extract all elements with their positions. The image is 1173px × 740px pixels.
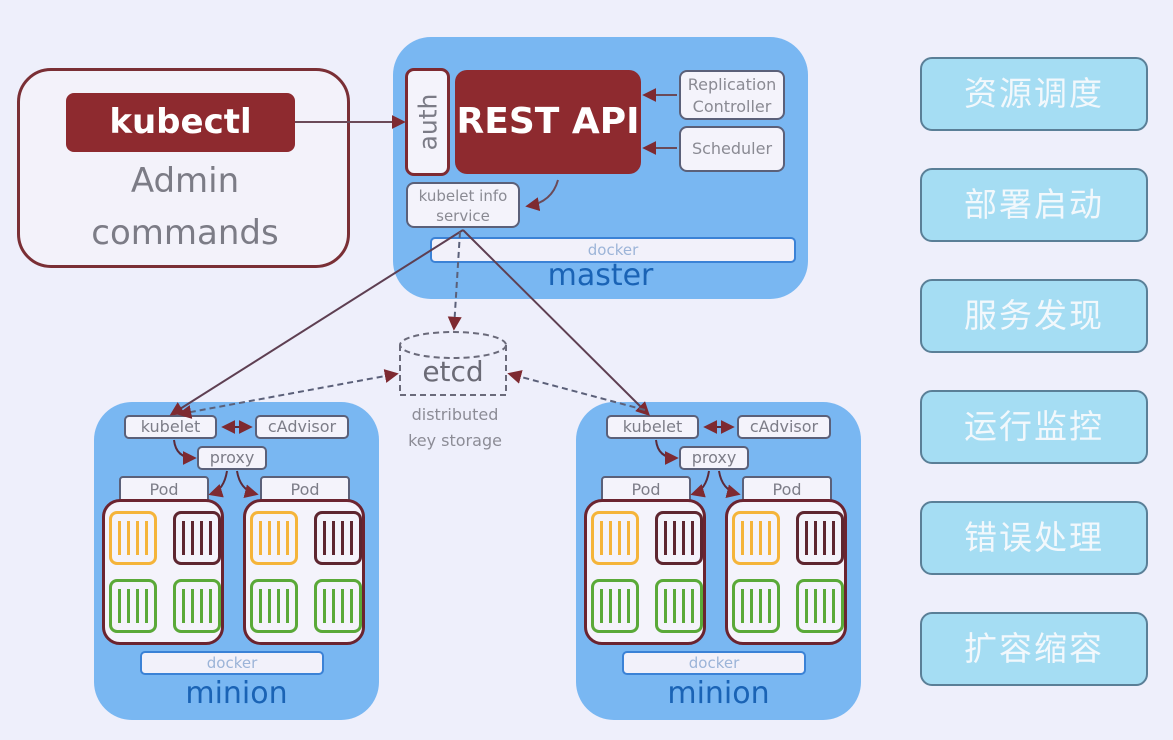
container-icon xyxy=(732,511,780,565)
container-icon xyxy=(796,511,844,565)
kubelet-box: kubelet xyxy=(124,415,217,439)
container-icon xyxy=(591,511,639,565)
container-icon xyxy=(732,579,780,633)
proxy-box: proxy xyxy=(197,446,267,470)
feature-button[interactable]: 服务发现 xyxy=(920,279,1148,353)
etcd-description-line1: distributed xyxy=(411,405,499,424)
etcd-label: etcd xyxy=(422,355,484,388)
container-icon xyxy=(796,579,844,633)
kubectl-block: kubectl xyxy=(66,93,295,152)
feature-button[interactable]: 资源调度 xyxy=(920,57,1148,131)
container-icon xyxy=(591,579,639,633)
kubelet-info-service-box: kubelet info service xyxy=(406,182,520,228)
feature-button[interactable]: 部署启动 xyxy=(920,168,1148,242)
master-label: master xyxy=(547,258,654,293)
kubelet-box: kubelet xyxy=(606,415,699,439)
auth-label: auth xyxy=(413,93,442,151)
container-icon xyxy=(109,511,157,565)
admin-commands-text: Admin commands xyxy=(40,155,330,259)
container-icon xyxy=(655,511,703,565)
etcd-description: distributed key storage xyxy=(385,402,525,454)
cadvisor-box: cAdvisor xyxy=(737,415,831,439)
minion-docker-bar: docker xyxy=(622,651,806,675)
auth-block: auth xyxy=(405,68,450,176)
proxy-box: proxy xyxy=(679,446,749,470)
container-icon xyxy=(250,511,298,565)
rest-api-block: REST API xyxy=(455,70,641,174)
feature-button[interactable]: 运行监控 xyxy=(920,390,1148,464)
feature-button[interactable]: 错误处理 xyxy=(920,501,1148,575)
minion-docker-bar: docker xyxy=(140,651,324,675)
feature-button[interactable]: 扩容缩容 xyxy=(920,612,1148,686)
etcd-description-line2: key storage xyxy=(408,431,502,450)
minion-label: minion xyxy=(185,676,288,711)
container-icon xyxy=(655,579,703,633)
replication-controller-box: Replication Controller xyxy=(679,70,785,120)
container-icon xyxy=(109,579,157,633)
container-icon xyxy=(314,511,362,565)
cadvisor-box: cAdvisor xyxy=(255,415,349,439)
admin-text-line1: Admin xyxy=(130,161,240,201)
admin-text-line2: commands xyxy=(91,213,279,253)
container-icon xyxy=(250,579,298,633)
scheduler-box: Scheduler xyxy=(679,126,785,172)
container-icon xyxy=(173,511,221,565)
minion-label: minion xyxy=(667,676,770,711)
container-icon xyxy=(173,579,221,633)
container-icon xyxy=(314,579,362,633)
